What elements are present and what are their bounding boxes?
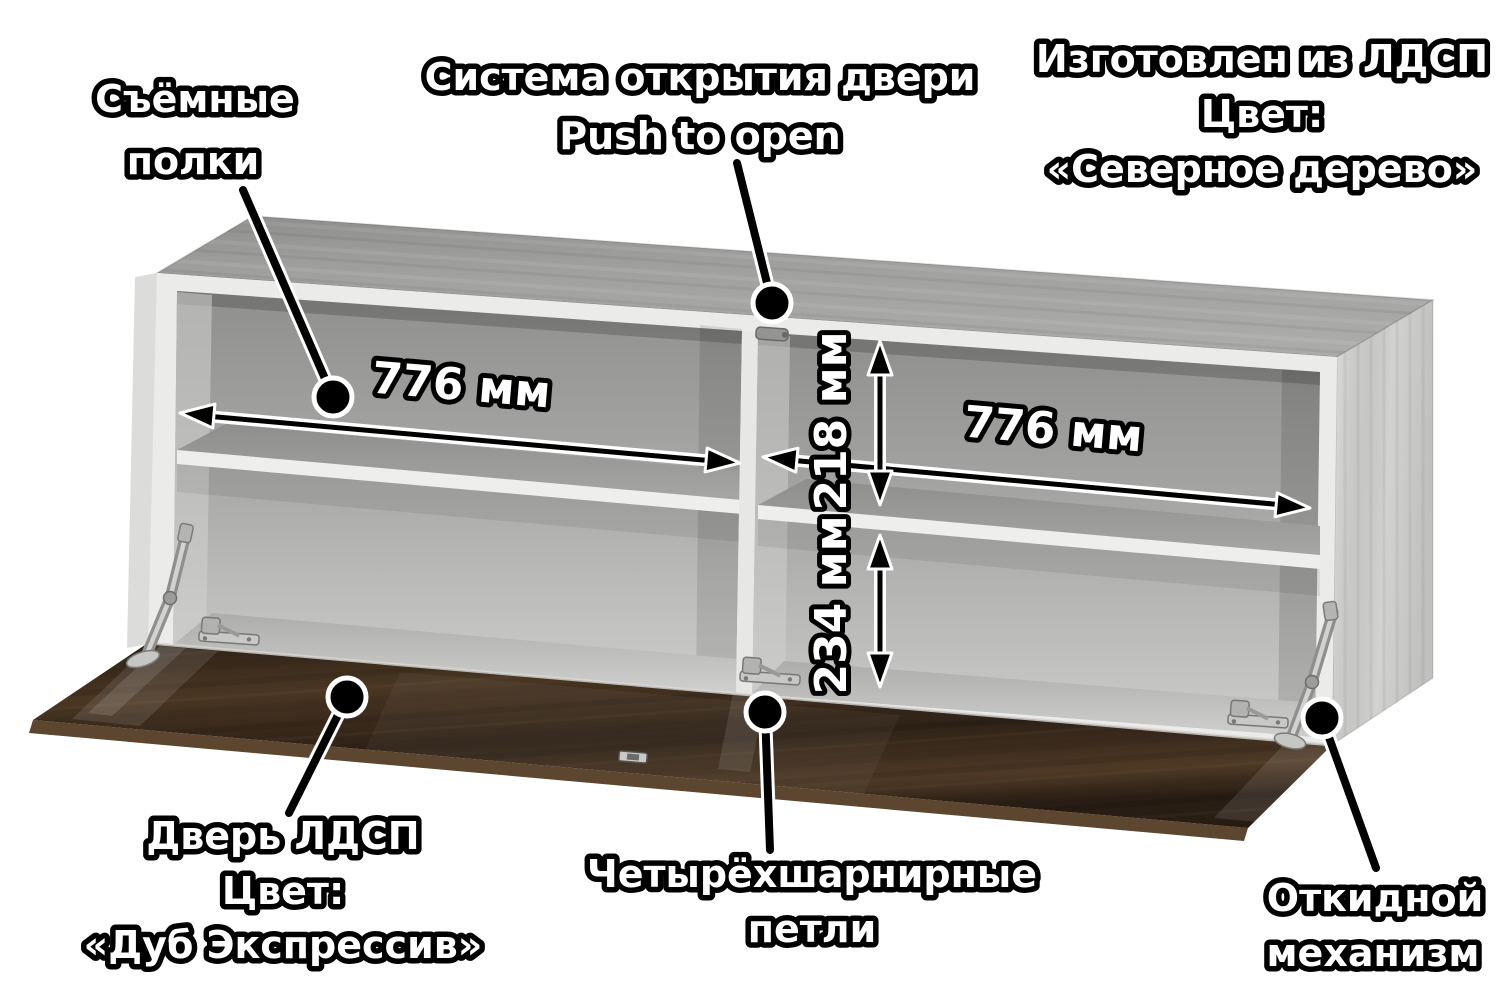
label-door-line2: Цвет: bbox=[222, 869, 344, 913]
label-door-line1: Дверь ЛДСП bbox=[146, 814, 419, 858]
right-face-grain bbox=[1332, 300, 1433, 745]
dimension-arrow-left-width bbox=[178, 402, 742, 474]
callout-dot-flip bbox=[1300, 696, 1344, 740]
label-flip-line2: механизм bbox=[1266, 931, 1479, 975]
right-shelf-edge bbox=[758, 505, 1320, 569]
callout-door bbox=[282, 675, 369, 820]
push-to-open-latch bbox=[755, 326, 789, 342]
label-material-line1: Изготовлен из ЛДСП bbox=[1036, 37, 1488, 81]
dimension-arrow-upper-height bbox=[866, 339, 894, 507]
door-hinge-seam bbox=[147, 641, 1333, 747]
dimension-arrow-lower-height bbox=[866, 533, 894, 689]
label-removable-shelves-line2: полки bbox=[127, 139, 260, 183]
annotation-texts: Съёмные полки Система открытия двери Pus… bbox=[78, 32, 1493, 981]
callout-dot-shelves bbox=[311, 375, 355, 419]
label-push-to-open-line1: Система открытия двери bbox=[425, 55, 976, 99]
middle-partition bbox=[736, 331, 758, 694]
left-shelf-edge bbox=[177, 450, 742, 514]
label-push-to-open-line2: Push to open bbox=[559, 114, 840, 158]
label-removable-shelves-line1: Съёмные bbox=[95, 77, 295, 121]
door-reflection-right bbox=[1214, 740, 1334, 822]
right-lift-stay-mechanism bbox=[1273, 600, 1339, 750]
dimension-annotations: 776 мм 776 мм 218 мм 234 мм bbox=[178, 326, 1312, 700]
callout-dot-push bbox=[750, 281, 794, 325]
callouts bbox=[236, 156, 1383, 875]
right-floor bbox=[752, 661, 1316, 737]
door-reflection-left-bright bbox=[88, 646, 186, 716]
hardware bbox=[125, 326, 1339, 750]
dimension-label-lower-height: 234 мм bbox=[806, 515, 857, 694]
door-reflection-left bbox=[72, 645, 218, 726]
left-floor bbox=[173, 613, 738, 693]
label-flip-line1: Откидной bbox=[1267, 876, 1483, 920]
label-hinges-line2: петли bbox=[748, 907, 877, 951]
label-door-line3: «Дуб Экспрессив» bbox=[84, 923, 483, 967]
top-face-grain bbox=[157, 216, 1433, 357]
callout-flip-mechanism bbox=[1300, 696, 1383, 875]
label-hinges-line1: Четырёхшарнирные bbox=[587, 852, 1037, 896]
left-shelf-surface bbox=[177, 424, 742, 500]
right-shelf-surface bbox=[758, 479, 1320, 555]
door-front-edge bbox=[29, 720, 1248, 841]
left-compartment bbox=[173, 291, 742, 693]
left-shelf-under-shadow bbox=[177, 464, 742, 542]
callout-hinges bbox=[743, 690, 787, 857]
callout-dot-door bbox=[325, 675, 369, 719]
cabinet-left-edge bbox=[127, 273, 157, 648]
right-top-shadow bbox=[758, 332, 1320, 385]
label-material-line3: «Северное дерево» bbox=[1047, 147, 1478, 191]
callout-shelves bbox=[236, 183, 355, 419]
door-push-bumper bbox=[618, 750, 648, 764]
dimension-arrow-right-width bbox=[761, 446, 1312, 519]
dimension-label-upper-height: 218 мм bbox=[806, 331, 857, 510]
right-shelf-under-shadow bbox=[758, 519, 1320, 596]
callout-dot-hinges bbox=[743, 690, 787, 734]
left-lift-stay-mechanism bbox=[125, 522, 194, 669]
callout-push-to-open bbox=[730, 156, 794, 325]
right-compartment bbox=[752, 332, 1320, 737]
left-top-shadow bbox=[177, 291, 742, 344]
label-material-line2: Цвет: bbox=[1201, 92, 1323, 136]
